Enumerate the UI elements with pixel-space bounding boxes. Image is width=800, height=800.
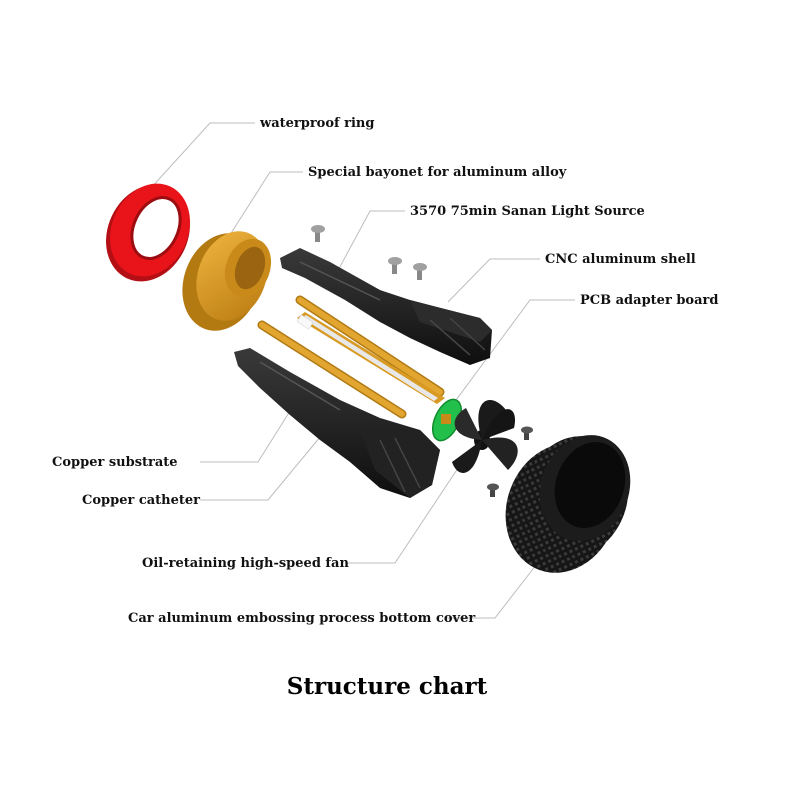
cnc-shell-lower-part	[234, 348, 440, 498]
label-bottom-cover: Car aluminum embossing process bottom co…	[128, 611, 475, 626]
label-fan: Oil-retaining high-speed fan	[142, 556, 349, 571]
screw-4	[521, 426, 533, 440]
copper-catheter-part	[257, 295, 445, 419]
label-bayonet: Special bayonet for aluminum alloy	[308, 165, 567, 180]
cnc-shell-upper-part	[280, 248, 492, 365]
bayonet-part	[182, 231, 272, 331]
screw-2	[388, 257, 402, 274]
screw-1	[311, 225, 325, 242]
label-copper-catheter: Copper catheter	[82, 493, 200, 508]
screw-5	[487, 483, 499, 497]
leader-lines	[139, 122, 575, 619]
screw-parts	[311, 225, 533, 497]
label-copper-substrate: Copper substrate	[52, 455, 178, 470]
label-waterproof-ring: waterproof ring	[259, 116, 374, 131]
label-cnc-shell: CNC aluminum shell	[545, 252, 696, 267]
screw-3	[413, 263, 427, 280]
copper-substrate-part	[296, 312, 445, 404]
waterproof-ring-part	[106, 183, 190, 282]
bottom-cover-part	[505, 435, 631, 573]
fan-part	[452, 400, 518, 473]
diagram-title: Structure chart	[287, 673, 488, 700]
label-pcb-board: PCB adapter board	[580, 293, 718, 308]
label-light-source: 3570 75min Sanan Light Source	[410, 204, 645, 219]
